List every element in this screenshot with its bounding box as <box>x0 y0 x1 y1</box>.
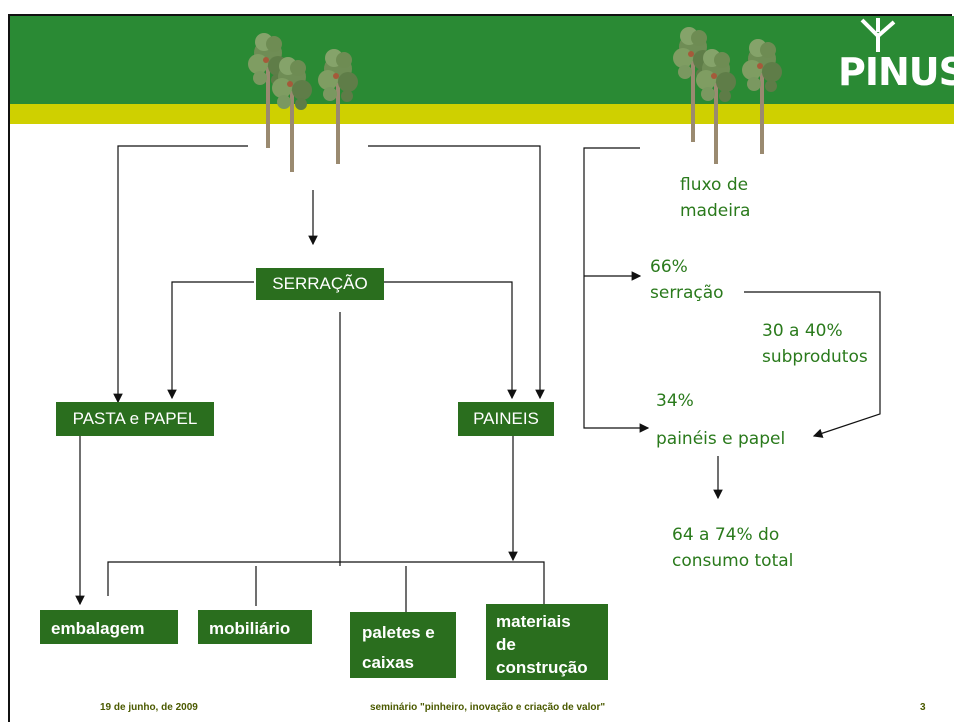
logo-seedling-icon <box>860 18 896 52</box>
box-materiais-construcao: materiais de construção <box>486 604 608 680</box>
box-embalagem: embalagem <box>40 610 178 644</box>
box-materiais-label-line2: de <box>496 635 516 654</box>
header-green-band <box>10 16 954 104</box>
paineis-pct-text: 34% <box>656 391 694 411</box>
pinus-logo: PINUS <box>838 18 954 98</box>
serracao-pct-text: 66% <box>650 257 688 277</box>
box-paletes-label-line1: paletes e <box>362 623 435 642</box>
box-mobiliario: mobiliário <box>198 610 312 644</box>
box-pasta-papel-label: PASTA e PAPEL <box>72 409 198 428</box>
consumo-line1: 64 a 74% do <box>672 525 780 545</box>
box-serracao-label: SERRAÇÃO <box>272 274 368 293</box>
consumo-total-text: 64 a 74% do consumo total <box>672 522 793 574</box>
footer-date: 19 de junho, de 2009 <box>100 702 198 713</box>
subprodutos-line1: 30 a 40% <box>762 321 843 341</box>
subprodutos-line2: subprodutos <box>762 347 868 367</box>
fluxo-madeira-line1: fluxo de <box>680 175 749 195</box>
slide-frame <box>8 14 952 722</box>
box-embalagem-label: embalagem <box>51 619 145 638</box>
box-mobiliario-label: mobiliário <box>209 619 291 638</box>
paineis-papel-text: painéis e papel <box>656 429 786 449</box>
subprodutos-text: 30 a 40% subprodutos <box>762 318 868 370</box>
box-serracao: SERRAÇÃO <box>256 268 384 300</box>
fluxo-madeira-text: fluxo de madeira <box>680 172 750 224</box>
footer-event: seminário "pinheiro, inovação e criação … <box>370 702 606 713</box>
box-materiais-label-line1: materiais <box>496 612 571 631</box>
fluxo-madeira-line2: madeira <box>680 201 751 221</box>
box-paletes-caixas: paletes e caixas <box>350 612 456 678</box>
consumo-line2: consumo total <box>672 551 794 571</box>
box-pasta-papel: PASTA e PAPEL <box>56 402 214 436</box>
serracao-flow-text: serração <box>650 283 724 303</box>
box-paineis: PAINEIS <box>458 402 554 436</box>
footer-page-number: 3 <box>920 702 926 713</box>
box-paineis-label: PAINEIS <box>473 409 539 428</box>
logo-text: PINUS <box>838 50 954 94</box>
box-paletes-label-line2: caixas <box>362 653 414 672</box>
box-materiais-label-line3: construção <box>496 658 588 677</box>
